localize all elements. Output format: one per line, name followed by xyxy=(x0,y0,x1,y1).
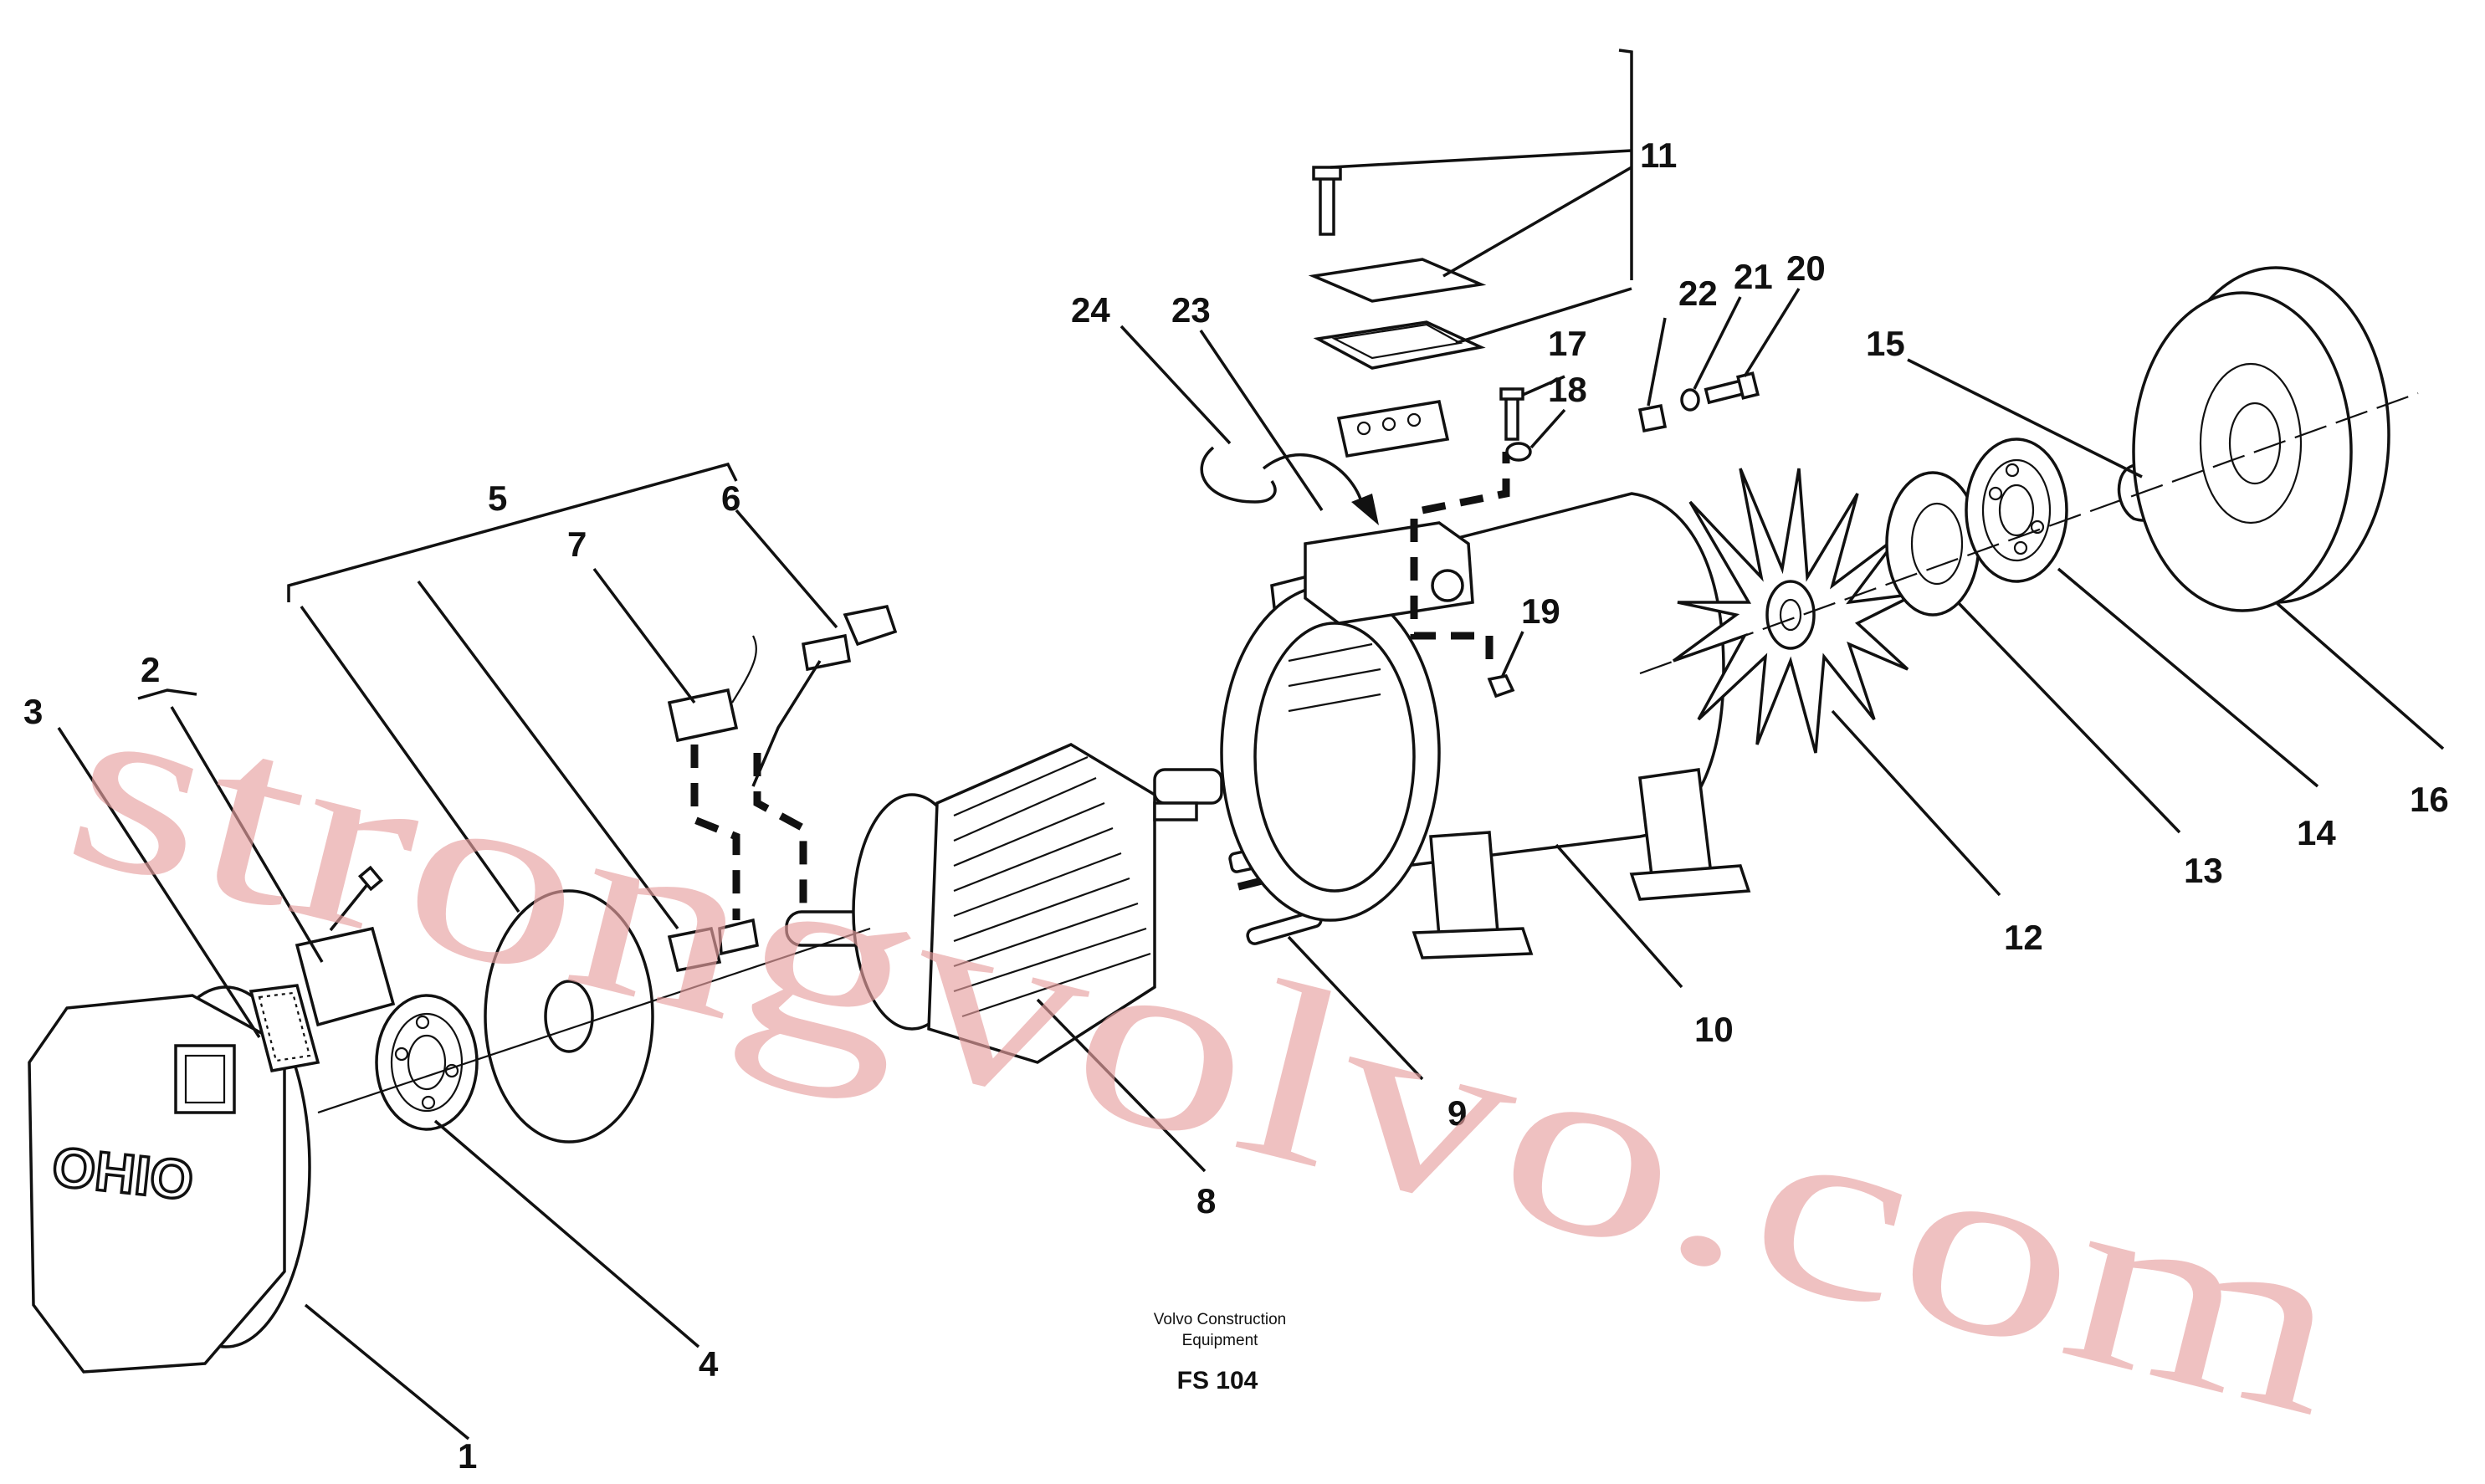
label-part-11: 11 xyxy=(1640,136,1677,175)
label-part-7: 7 xyxy=(567,525,587,564)
terminal-cover xyxy=(1308,166,1487,370)
cover-plate-assembly xyxy=(295,865,396,1027)
shaft-axis xyxy=(1639,391,2419,675)
label-part-22: 22 xyxy=(1678,274,1718,313)
bracket-11 xyxy=(1618,49,1633,280)
end-cover-logo: OHIO xyxy=(49,1135,196,1211)
label-part-8: 8 xyxy=(1196,1181,1216,1220)
retaining-clip xyxy=(1200,446,1277,504)
label-part-23: 23 xyxy=(1171,290,1211,330)
stator-housing xyxy=(1220,492,1751,959)
label-part-21: 21 xyxy=(1734,257,1773,296)
rotor xyxy=(785,743,1223,1064)
label-part-13: 13 xyxy=(2184,851,2223,890)
label-part-19: 19 xyxy=(1521,591,1560,631)
label-part-15: 15 xyxy=(1866,324,1905,363)
label-part-1: 1 xyxy=(458,1436,477,1476)
label-part-18: 18 xyxy=(1548,370,1587,409)
label-part-10: 10 xyxy=(1694,1010,1734,1049)
seal-ring xyxy=(1885,471,1980,617)
fan xyxy=(1672,468,1917,754)
housing-wire-1 xyxy=(1410,519,1494,669)
filter-plate xyxy=(248,984,320,1073)
label-part-14: 14 xyxy=(2297,813,2336,852)
pulley xyxy=(2132,266,2390,612)
label-part-2: 2 xyxy=(141,650,160,689)
label-part-4: 4 xyxy=(699,1344,719,1384)
label-part-24: 24 xyxy=(1071,290,1110,330)
shaft-axis-front xyxy=(317,927,871,1114)
bolt-set xyxy=(1637,371,1760,433)
label-part-6: 6 xyxy=(721,478,740,518)
bearing-front xyxy=(375,994,479,1131)
brush-holder xyxy=(667,604,898,973)
bearing-rear xyxy=(1965,438,2068,583)
label-part-3: 3 xyxy=(23,692,43,731)
brush-wire-1 xyxy=(690,745,740,920)
housing-wire-2 xyxy=(1422,452,1510,514)
label-part-20: 20 xyxy=(1786,248,1826,288)
label-part-12: 12 xyxy=(2004,918,2043,957)
label-part-16: 16 xyxy=(2410,780,2449,819)
leader-lines xyxy=(57,149,2445,1441)
part-labels: 1 2 3 4 5 6 7 8 9 10 11 12 13 14 15 16 1… xyxy=(23,136,2449,1476)
figure-caption: Volvo Construction Equipment FS 104 xyxy=(1154,1311,1286,1394)
label-part-9: 9 xyxy=(1447,1093,1467,1133)
bracket-5 xyxy=(287,462,738,602)
end-cover: OHIO xyxy=(28,985,311,1374)
caption-line-2: Equipment xyxy=(1182,1332,1259,1349)
figure-code: FS 104 xyxy=(1177,1367,1258,1394)
bracket-2 xyxy=(137,688,197,700)
label-part-17: 17 xyxy=(1548,324,1587,363)
arrow-head xyxy=(1351,494,1379,525)
assembly-arrow xyxy=(1262,453,1365,511)
terminal-block xyxy=(1336,400,1450,458)
caption-line-1: Volvo Construction xyxy=(1154,1311,1286,1328)
nut xyxy=(1487,674,1515,699)
label-part-5: 5 xyxy=(488,478,507,518)
baffle-disc xyxy=(484,889,654,1144)
screw-washer xyxy=(1499,387,1532,462)
